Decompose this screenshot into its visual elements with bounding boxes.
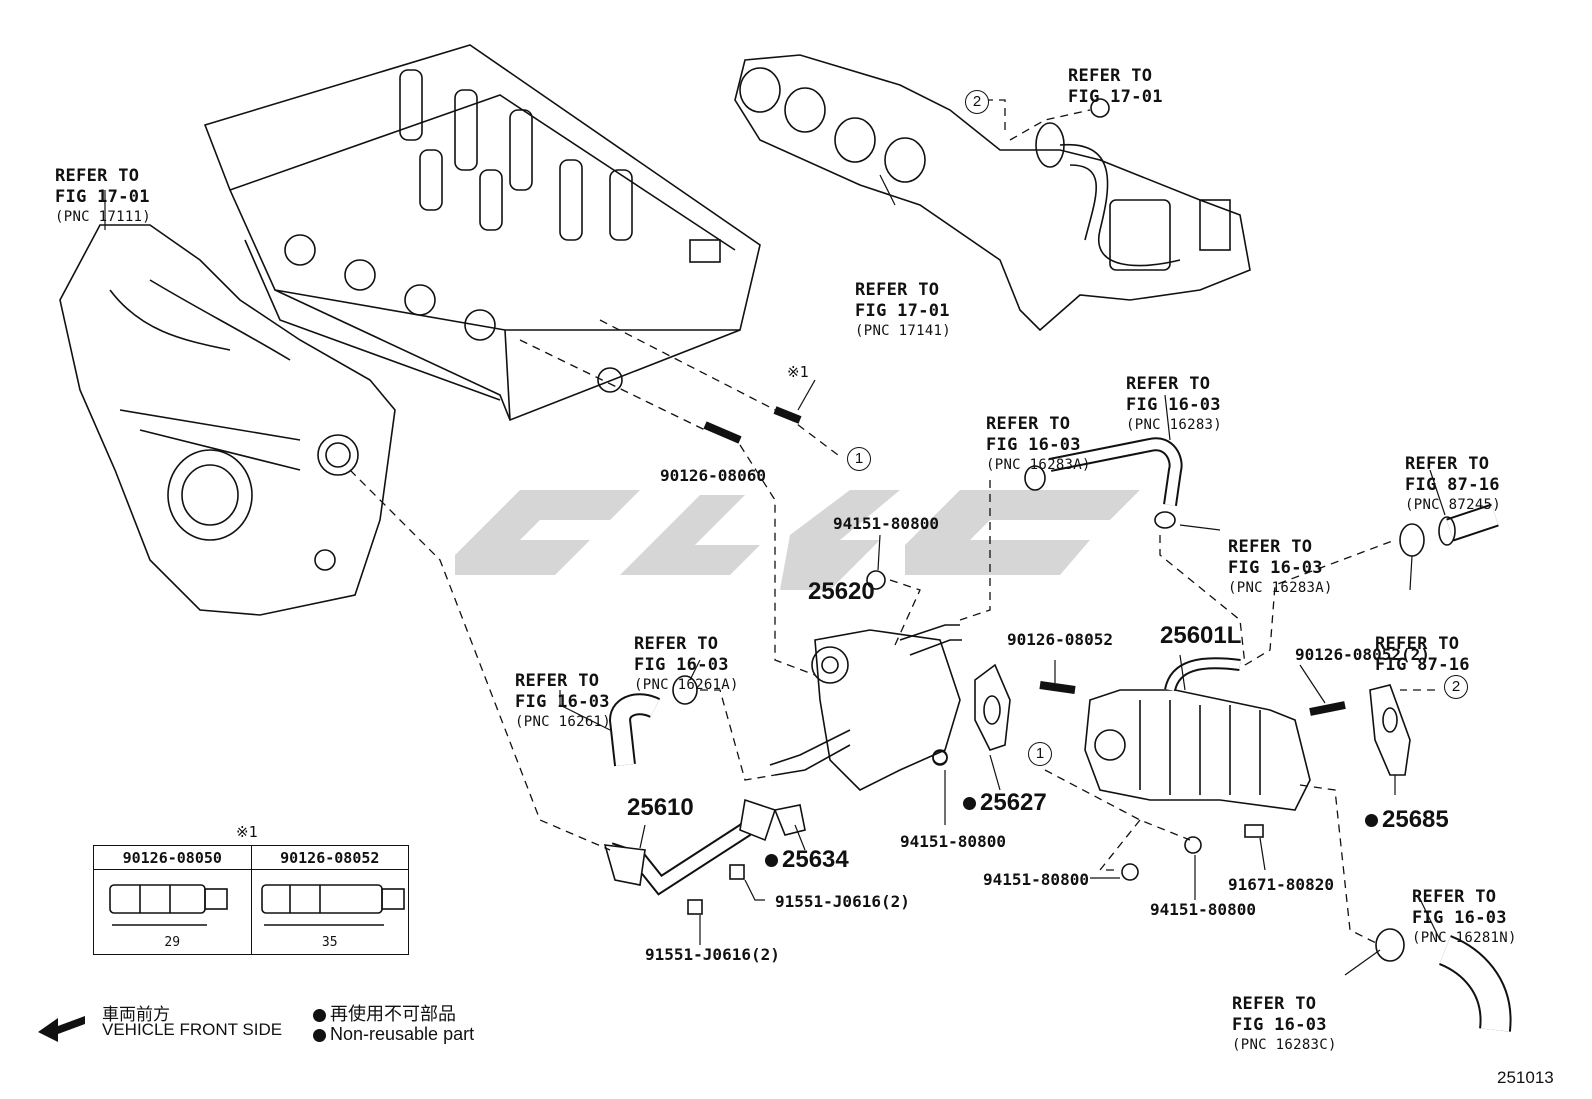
clamp-16283c xyxy=(1375,928,1405,962)
nut-d xyxy=(1184,836,1202,854)
clamp-16283a-left xyxy=(1024,465,1046,491)
part-25627: 25627 xyxy=(963,789,1047,817)
figure-id: 251013 xyxy=(1497,1068,1554,1087)
part-91671-80820: 91671-80820 xyxy=(1228,875,1334,894)
part-91551-j0616-b: 91551-J0616(2) xyxy=(645,945,780,964)
watermark-logo xyxy=(455,490,1140,590)
bolt-table-mark: ※1 xyxy=(236,823,258,841)
clamp-16261a xyxy=(672,675,698,705)
intake-manifold xyxy=(59,224,396,616)
part-94151-80800-c: 94151-80800 xyxy=(983,870,1089,889)
part-25620: 25620 xyxy=(808,578,875,605)
legend-front-en: VEHICLE FRONT SIDE xyxy=(102,1020,283,1039)
part-94151-80800-a: 94151-80800 xyxy=(833,514,939,533)
part-25610: 25610 xyxy=(627,794,694,821)
non-reusable-dot-icon xyxy=(1365,814,1378,828)
non-reusable-dot-icon xyxy=(963,797,976,811)
callout-1-lower: 1 xyxy=(1028,742,1052,766)
gasket-25634 xyxy=(773,804,806,836)
part-91551-j0616-a: 91551-J0616(2) xyxy=(775,892,910,911)
legend-nonreuse-en: Non-reusable part xyxy=(313,1024,474,1045)
non-reusable-dot-icon xyxy=(313,1028,326,1042)
part-90126-08060: 90126-08060 xyxy=(660,466,766,485)
exhaust-manifold xyxy=(734,54,1251,332)
part-90126-08052: 90126-08052 xyxy=(1007,630,1113,649)
bolt-91551-b xyxy=(687,899,703,915)
bolt-table-header-2: 90126-08052 xyxy=(250,845,409,870)
egr-cooler-25601l xyxy=(1084,657,1311,811)
callout-2-right: 2 xyxy=(1444,675,1468,699)
note-mark-1: ※1 xyxy=(787,363,809,381)
clamp-16283a-right xyxy=(1154,511,1176,529)
gasket-25685 xyxy=(1369,684,1411,776)
bolt-91671 xyxy=(1244,824,1264,838)
nut-a xyxy=(866,570,886,590)
bolt-91551-a xyxy=(729,864,745,880)
part-25601l: 25601L xyxy=(1160,622,1242,649)
legend-front-jp: 車両前方 xyxy=(102,1005,170,1024)
egr-pipe-25610 xyxy=(603,798,777,896)
front-arrow-icon xyxy=(38,1016,85,1042)
part-25634: 25634 xyxy=(765,846,849,874)
nut-b xyxy=(932,750,948,766)
part-25685: 25685 xyxy=(1365,806,1449,834)
non-reusable-dot-icon xyxy=(765,854,778,868)
callout-2-top: 2 xyxy=(965,90,989,114)
part-94151-80800-d: 94151-80800 xyxy=(1150,900,1256,919)
part-90126-08052-2: 90126-08052(2) xyxy=(1295,645,1430,664)
stud-90126-08052 xyxy=(1039,681,1076,694)
nut-exhaust xyxy=(1090,98,1110,118)
stud-90126-08060 xyxy=(703,421,742,444)
bolt-length-35: 35 xyxy=(250,869,409,955)
non-reusable-dot-icon xyxy=(313,1008,326,1022)
egr-valve-25620 xyxy=(769,624,962,791)
gasket-25627 xyxy=(974,663,1011,751)
bolt-table-header-1: 90126-08050 xyxy=(93,845,252,870)
cylinder-head xyxy=(203,44,761,422)
callout-1-upper: 1 xyxy=(847,447,871,471)
bolt-length-29: 29 xyxy=(93,869,252,955)
part-94151-80800-b: 94151-80800 xyxy=(900,832,1006,851)
legend-nonreuse-jp: 再使用不可部品 xyxy=(313,1000,456,1026)
bolt-size-table: 90126-08050 90126-08052 29 35 xyxy=(93,845,409,955)
stud-90126-08052-2 xyxy=(1309,701,1346,716)
nut-c xyxy=(1121,863,1139,881)
